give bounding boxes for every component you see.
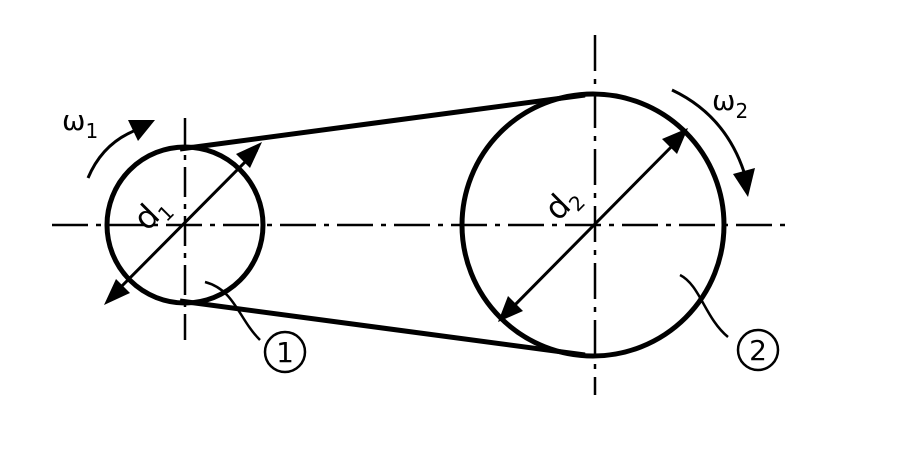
diameter-1-dimension-line (106, 148, 259, 302)
callout-1-circle (263, 330, 307, 374)
diameter-2-arrow-upper (662, 128, 688, 154)
callout-1-number: 1 (276, 336, 294, 369)
rotation-1-arrowhead (128, 120, 155, 141)
pulley-2 (459, 91, 727, 359)
belt-upper-span (179, 92, 586, 152)
rotation-2-arc (671, 88, 746, 173)
speed-2-label: ω2 (712, 84, 748, 123)
diameter-1-label: d1 (126, 187, 179, 240)
callout-2-leader (679, 273, 729, 338)
belt-lower-span (179, 298, 586, 358)
diameter-2-label: d2 (537, 177, 590, 230)
diameter-2-dimension-line (500, 132, 686, 320)
diameter-2-arrow-lower (498, 296, 523, 322)
diameter-1-arrow-lower (104, 279, 130, 305)
diameter-1-arrow-upper (236, 142, 262, 168)
speed-1-label: ω1 (62, 104, 98, 143)
callout-2-number: 2 (749, 334, 767, 367)
callout-2-circle (736, 328, 780, 372)
rotation-2-arrowhead (733, 168, 755, 197)
callout-1-leader (204, 280, 261, 341)
